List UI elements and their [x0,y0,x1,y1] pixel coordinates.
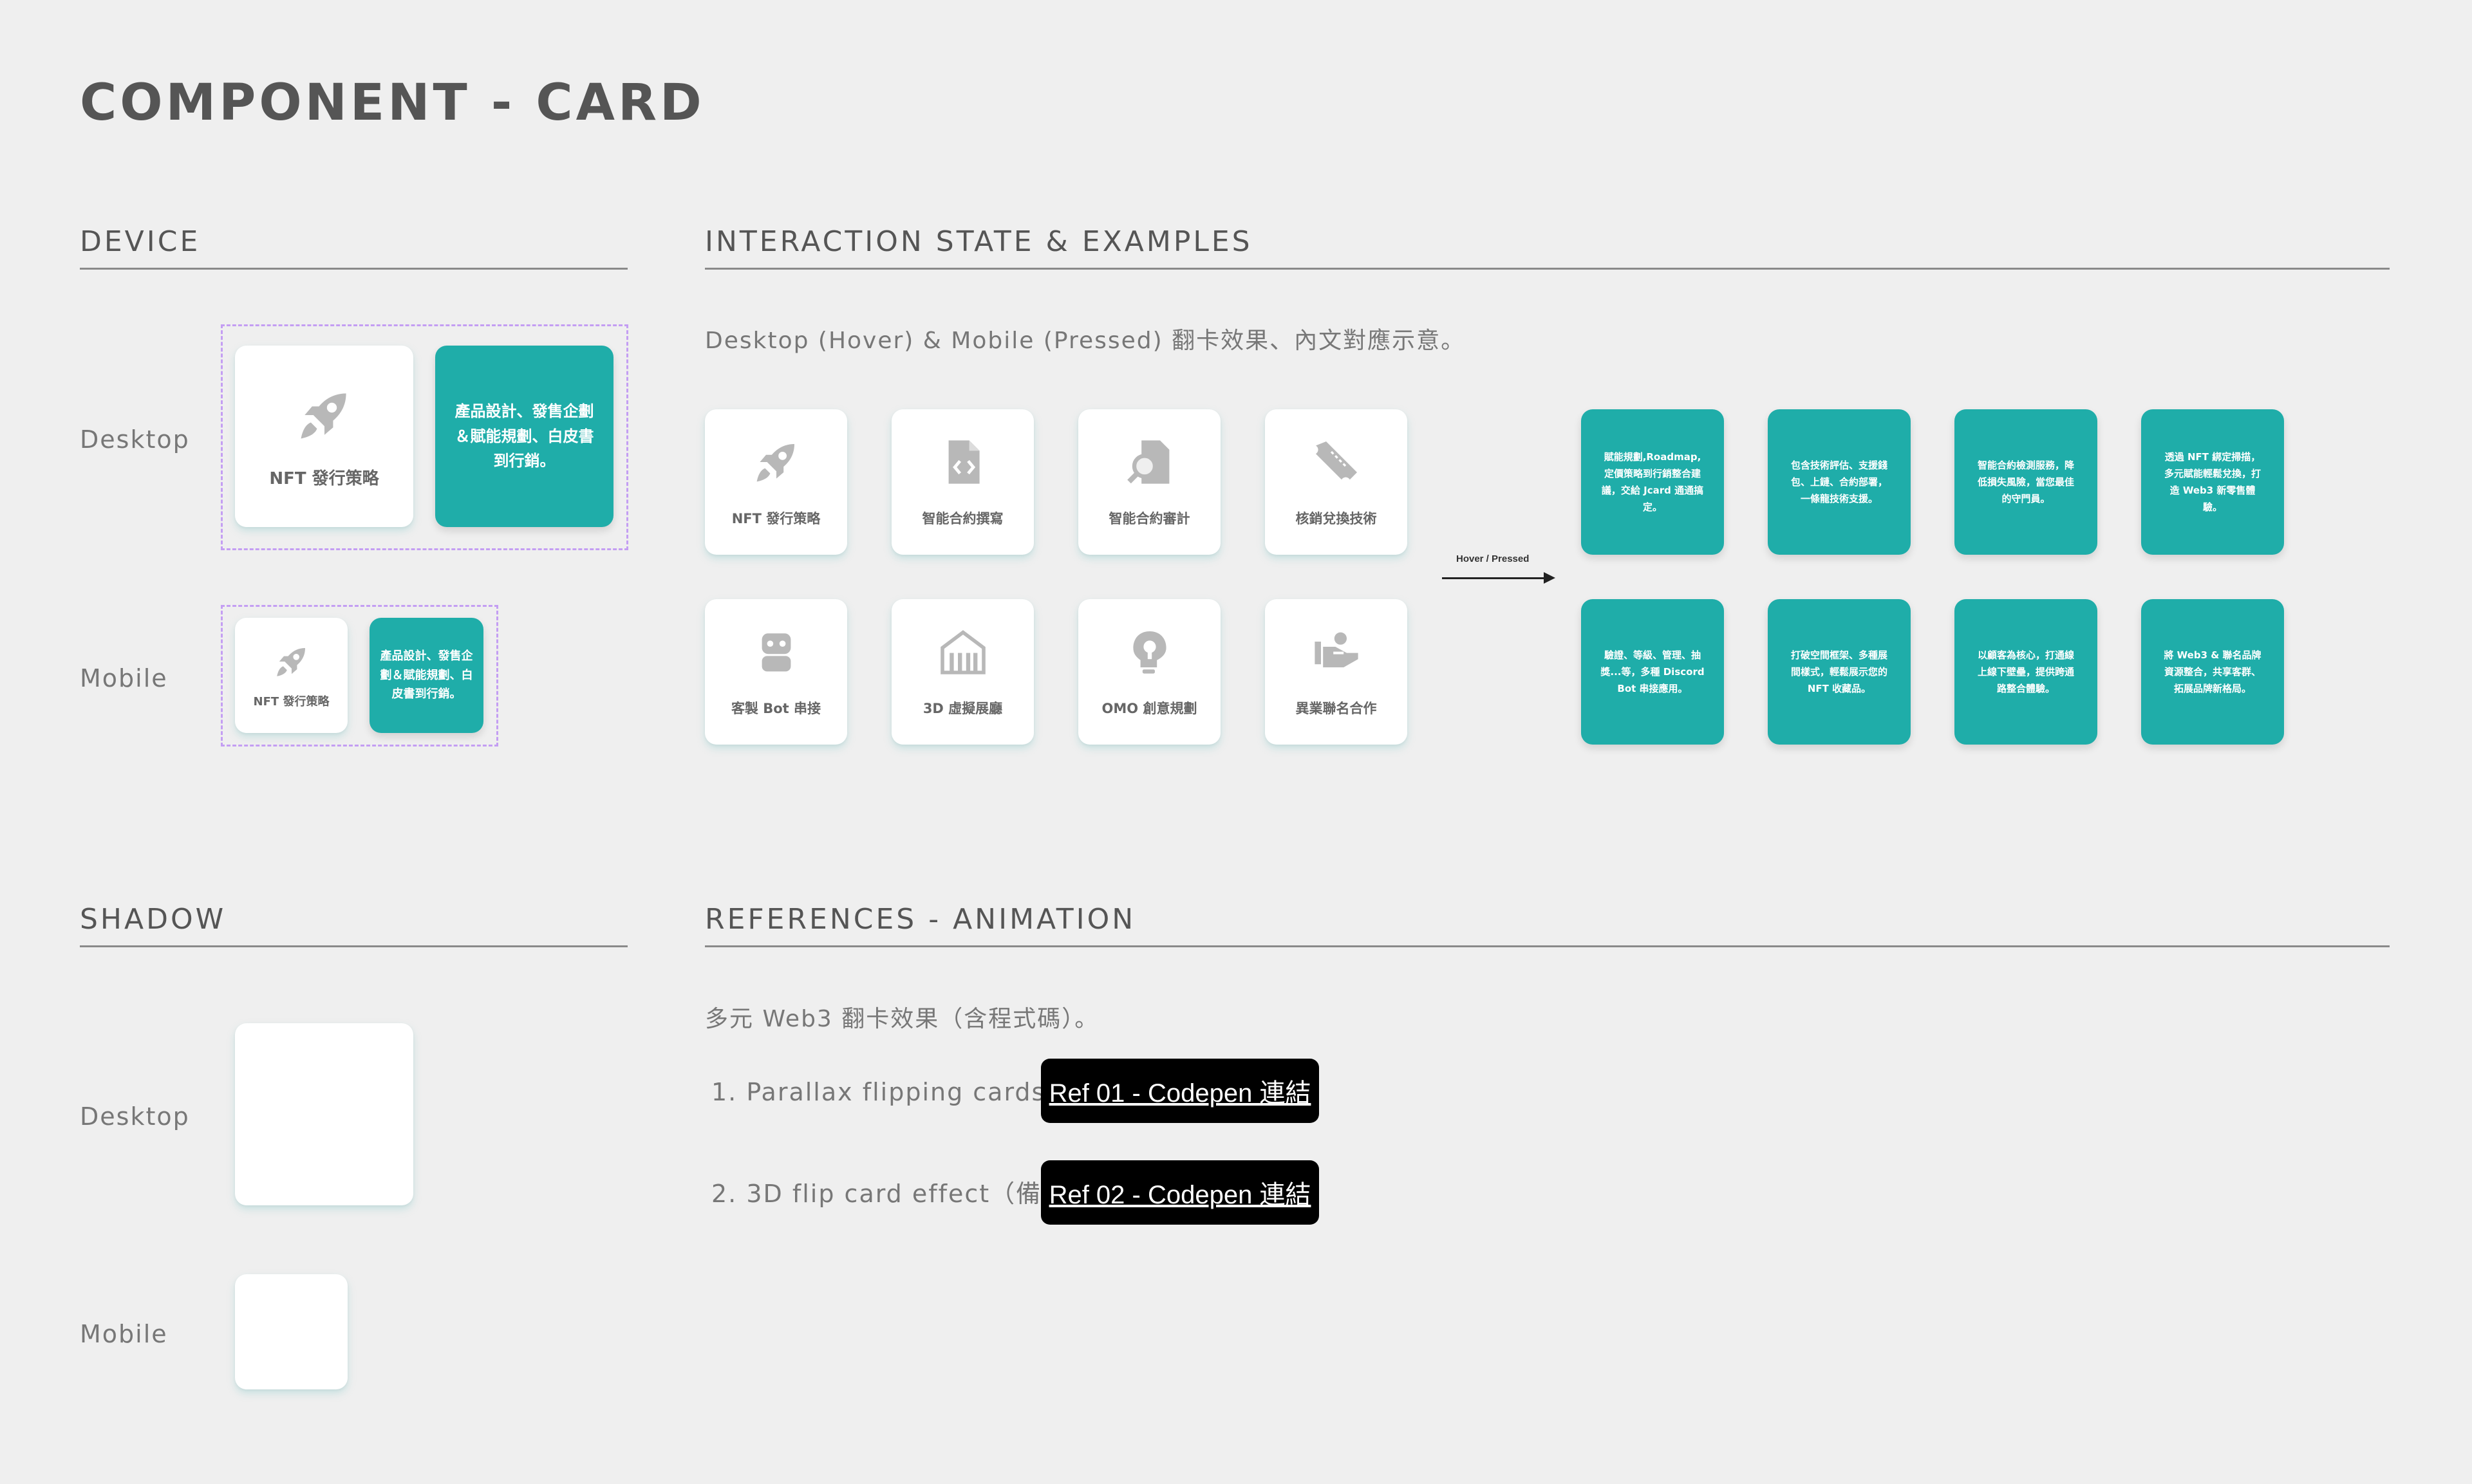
mobile-card-back[interactable]: 產品設計、發售企劃＆賦能規劃、白皮書到行銷。 [370,618,483,733]
rocket-icon [272,642,311,681]
service-card-front-label: 異業聯名合作 [1295,701,1377,716]
service-card-back-text: 打破空間框架、多種展間樣式，輕鬆展示您的 NFT 收藏品。 [1790,649,1887,695]
shadow-desktop-label: Desktop [80,1102,190,1131]
mobile-card-front[interactable]: NFT 發行策略 [235,618,348,733]
service-card-back[interactable]: 包含技術評估、支援錢包、上鏈、合約部署，一條龍技術支援。 [1768,409,1911,555]
service-card-back[interactable]: 智能合約檢測服務，降低損失風險，當您最佳的守門員。 [1954,409,2097,555]
shadow-sample-mobile-card [235,1274,348,1389]
rocket-icon [294,384,355,446]
service-card-front-label: 核銷兌換技術 [1295,511,1377,526]
service-card-back[interactable]: 以顧客為核心，打通線上線下壁壘，提供跨通路整合體驗。 [1954,599,2097,745]
service-card-front-label: 智能合約審計 [1109,511,1190,526]
service-card-back-text: 包含技術評估、支援錢包、上鏈、合約部署，一條龍技術支援。 [1790,459,1887,505]
service-card-front[interactable]: 3D 虛擬展廳 [892,599,1034,745]
service-card-back[interactable]: 賦能規劃,Roadmap,定價策略到行銷整合建議，交給 Jcard 通通搞定。 [1581,409,1724,555]
hover-pressed-label: Hover / Pressed [1456,553,1530,564]
service-card-front[interactable]: 智能合約撰寫 [892,409,1034,555]
idea-head-icon [1124,626,1175,678]
service-card-front-label: 3D 虛擬展廳 [922,701,1003,716]
service-card-back-text: 透過 NFT 綁定掃描，多元賦能輕鬆兌換，打造 Web3 新零售體驗。 [2164,450,2261,514]
robot-icon [751,626,802,678]
interaction-description: Desktop (Hover) & Mobile (Pressed) 翻卡效果、… [705,328,1466,354]
ticket-icon [1311,436,1362,488]
arrow-right-icon [1544,572,1555,584]
device-mobile-label: Mobile [80,664,168,692]
service-card-front-label: NFT 發行策略 [731,511,821,526]
section-divider-device [80,268,628,270]
service-card-front[interactable]: 異業聯名合作 [1265,599,1407,745]
service-card-back-text: 驗證、等級、管理、抽獎...等，多種 Discord Bot 串接應用。 [1600,649,1705,695]
service-card-back-text: 賦能規劃,Roadmap,定價策略到行銷整合建議，交給 Jcard 通通搞定。 [1601,450,1704,514]
service-card-back[interactable]: 驗證、等級、管理、抽獎...等，多種 Discord Bot 串接應用。 [1581,599,1724,745]
desktop-card-back[interactable]: 產品設計、發售企劃＆賦能規劃、白皮書到行銷。 [435,346,613,527]
service-card-front-label: OMO 創意規劃 [1101,701,1197,716]
service-card-back-text: 智能合約檢測服務，降低損失風險，當您最佳的守門員。 [1977,459,2074,505]
service-card-front[interactable]: 核銷兌換技術 [1265,409,1407,555]
section-divider-references [705,945,2390,947]
gallery-building-icon [937,626,989,678]
service-card-front[interactable]: OMO 創意規劃 [1078,599,1221,745]
desktop-card-frame [221,324,628,550]
section-title-device: DEVICE [80,225,201,258]
references-description: 多元 Web3 翻卡效果（含程式碼）。 [705,1006,1100,1032]
service-card-front-label: 客製 Bot 串接 [731,701,821,716]
section-title-interaction: INTERACTION STATE & EXAMPLES [705,225,1253,258]
service-card-back[interactable]: 打破空間框架、多種展間樣式，輕鬆展示您的 NFT 收藏品。 [1768,599,1911,745]
mobile-card-back-text: 產品設計、發售企劃＆賦能規劃、白皮書到行銷。 [380,649,473,701]
service-card-back[interactable]: 將 Web3 & 聯名品牌資源整合，共享客群、拓展品牌新格局。 [2141,599,2284,745]
mobile-card-front-label: NFT 發行策略 [253,694,330,709]
shadow-mobile-label: Mobile [80,1320,168,1348]
file-search-icon [1124,436,1175,488]
rocket-icon [751,436,802,488]
desktop-card-front-label: NFT 發行策略 [269,468,379,488]
mobile-card-frame [221,605,498,747]
ref-01-codepen-link[interactable]: Ref 01 - Codepen 連結 [1041,1059,1319,1123]
service-card-front[interactable]: NFT 發行策略 [705,409,847,555]
partnership-icon [1311,626,1362,678]
section-divider-interaction [705,268,2390,270]
arrow-line [1442,577,1545,579]
section-divider-shadow [80,945,628,947]
service-card-front[interactable]: 智能合約審計 [1078,409,1221,555]
service-card-front-label: 智能合約撰寫 [922,511,1004,526]
desktop-card-back-text: 產品設計、發售企劃＆賦能規劃、白皮書到行銷。 [454,402,594,470]
code-file-icon [937,436,989,488]
service-card-back-text: 以顧客為核心，打通線上線下壁壘，提供跨通路整合體驗。 [1977,649,2074,695]
section-title-shadow: SHADOW [80,903,227,936]
device-desktop-label: Desktop [80,425,190,454]
reference-item-label: 1. Parallax flipping cards [711,1078,1046,1106]
shadow-sample-desktop-card [235,1023,413,1205]
reference-item-label: 2. 3D flip card effect（備案） [711,1180,1094,1208]
service-card-back-text: 將 Web3 & 聯名品牌資源整合，共享客群、拓展品牌新格局。 [2164,649,2261,695]
service-card-back[interactable]: 透過 NFT 綁定掃描，多元賦能輕鬆兌換，打造 Web3 新零售體驗。 [2141,409,2284,555]
section-title-references: REFERENCES - ANIMATION [705,903,1136,936]
page-title: COMPONENT - CARD [80,74,705,132]
ref-02-codepen-link[interactable]: Ref 02 - Codepen 連結 [1041,1160,1319,1225]
desktop-card-front[interactable]: NFT 發行策略 [235,346,413,527]
service-card-front[interactable]: 客製 Bot 串接 [705,599,847,745]
